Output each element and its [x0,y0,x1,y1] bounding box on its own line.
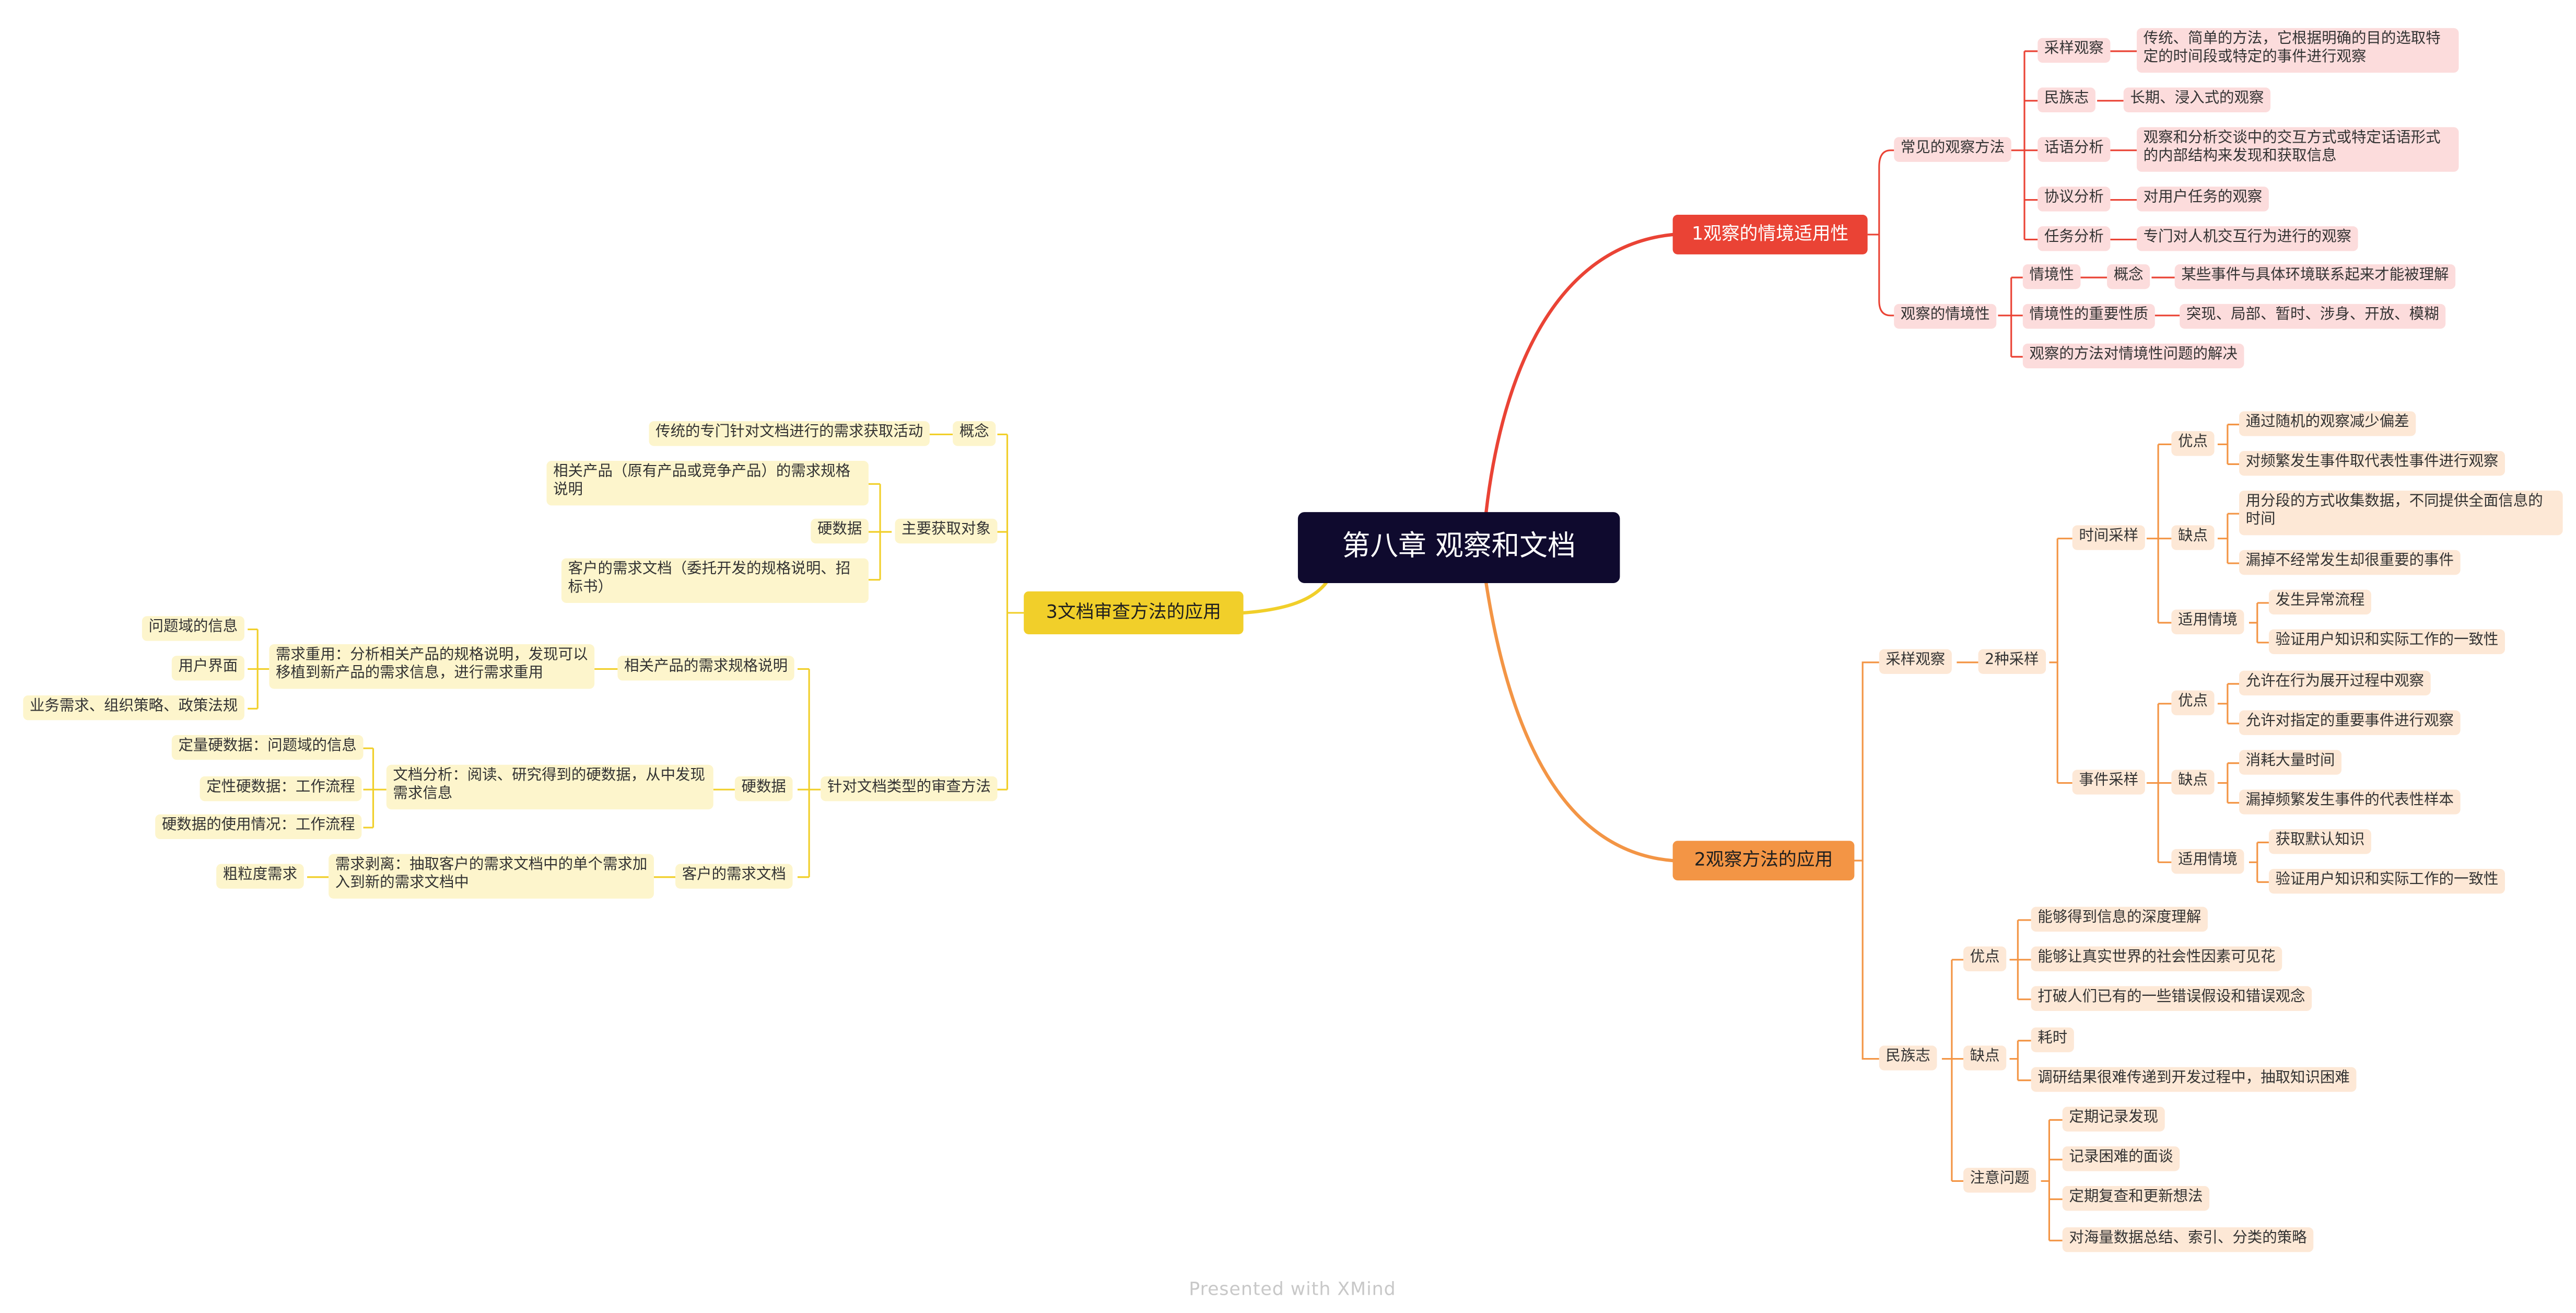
event-adv-1[interactable]: 允许在行为展开过程中观察 [2239,670,2431,696]
situ-importance-desc[interactable]: 突现、局部、暂时、涉身、开放、模糊 [2180,304,2446,329]
b3-concept-node[interactable]: 概念 [953,421,996,447]
b3-hard-h1[interactable]: 定量硬数据：问题域的信息 [171,735,364,761]
event-dis-2[interactable]: 漏掉频繁发生事件的代表性样本 [2239,789,2461,815]
time-use-1[interactable]: 发生异常流程 [2268,589,2371,615]
b3-spec-r3[interactable]: 业务需求、组织策略、政策法规 [23,695,244,721]
b2-sampling-node[interactable]: 采样观察 [1879,649,1952,675]
situ-importance-node[interactable]: 情境性的重要性质 [2022,304,2155,329]
ethnography-method-desc[interactable]: 长期、浸入式的观察 [2123,87,2271,113]
event-sampling-node[interactable]: 事件采样 [2072,770,2145,795]
ethno-note-2[interactable]: 记录困难的面谈 [2062,1146,2180,1172]
protocol-method-node[interactable]: 协议分析 [2038,187,2111,212]
b3-hard-h2[interactable]: 定性硬数据：工作流程 [200,776,362,802]
b3-main-objects-node[interactable]: 主要获取对象 [895,518,998,544]
xmind-watermark: Presented with XMind [1189,1279,1396,1300]
b3-cust-strip[interactable]: 需求剥离：抽取客户的需求文档中的单个需求加入到新的需求文档中 [329,854,654,898]
ethno-adv-2[interactable]: 能够让真实世界的社会性因素可见花 [2031,946,2282,972]
ethno-dis-1[interactable]: 耗时 [2031,1027,2074,1053]
time-use-2[interactable]: 验证用户知识和实际工作的一致性 [2268,629,2505,655]
b3-hard-analysis[interactable]: 文档分析：阅读、研究得到的硬数据，从中发现需求信息 [386,764,713,809]
ethno-adv-1[interactable]: 能够得到信息的深度理解 [2031,907,2208,932]
event-dis-node[interactable]: 缺点 [2171,770,2215,795]
event-dis-1[interactable]: 消耗大量时间 [2239,750,2342,775]
b3-hard-node[interactable]: 硬数据 [734,776,793,802]
discourse-method-desc[interactable]: 观察和分析交谈中的交互方式或特定话语形式的内部结构来发现和获取信息 [2136,127,2459,171]
task-method-node[interactable]: 任务分析 [2038,226,2111,252]
situ-concept-node[interactable]: 概念 [2107,264,2150,290]
discourse-method-node[interactable]: 话语分析 [2038,137,2111,162]
event-use-2[interactable]: 验证用户知识和实际工作的一致性 [2268,868,2505,894]
branch-observation-methods[interactable]: 2观察方法的应用 [1672,841,1855,881]
time-adv-node[interactable]: 优点 [2171,431,2215,457]
two-sampling-node[interactable]: 2种采样 [1978,649,2046,675]
time-adv-2[interactable]: 对频繁发生事件取代表性事件进行观察 [2239,451,2505,477]
b3-object-spec[interactable]: 相关产品（原有产品或竞争产品）的需求规格说明 [546,461,869,505]
sampling-method-desc[interactable]: 传统、简单的方法，它根据明确的目的选取特定的时间段或特定的事件进行观察 [2136,28,2459,72]
time-dis-node[interactable]: 缺点 [2171,525,2215,551]
time-adv-1[interactable]: 通过随机的观察减少偏差 [2239,411,2416,437]
time-sampling-node[interactable]: 时间采样 [2072,525,2145,551]
ethnography-method-node[interactable]: 民族志 [2038,87,2095,113]
b3-spec-reuse[interactable]: 需求重用：分析相关产品的规格说明，发现可以移植到新产品的需求信息，进行需求重用 [269,644,595,688]
b3-cust-node[interactable]: 客户的需求文档 [675,864,793,889]
event-use-1[interactable]: 获取默认知识 [2268,829,2371,855]
b3-spec-r1[interactable]: 问题域的信息 [142,616,244,642]
ethno-dis-node[interactable]: 缺点 [1963,1045,2007,1071]
b3-types-node[interactable]: 针对文档类型的审查方法 [821,776,998,802]
time-use-node[interactable]: 适用情境 [2171,609,2244,635]
branch-document-review[interactable]: 3文档审查方法的应用 [1024,591,1244,635]
sampling-method-node[interactable]: 采样观察 [2038,38,2111,63]
situ-method-node[interactable]: 观察的方法对情境性问题的解决 [2022,343,2244,369]
b3-spec-r2[interactable]: 用户界面 [171,656,244,681]
ethno-note-1[interactable]: 定期记录发现 [2062,1107,2165,1132]
ethno-note-4[interactable]: 对海量数据总结、索引、分类的策略 [2062,1227,2314,1253]
protocol-method-desc[interactable]: 对用户任务的观察 [2136,187,2269,212]
b2-ethno-node[interactable]: 民族志 [1879,1045,1937,1071]
situatedness-node[interactable]: 观察的情境性 [1894,304,1997,329]
ethno-dis-2[interactable]: 调研结果很难传递到开发过程中，抽取知识困难 [2031,1067,2357,1093]
b3-object-hard[interactable]: 硬数据 [811,518,869,544]
time-dis-2[interactable]: 漏掉不经常发生却很重要的事件 [2239,550,2461,575]
time-dis-1[interactable]: 用分段的方式收集数据，不同提供全面信息的时间 [2239,490,2563,535]
b3-object-cust[interactable]: 客户的需求文档（委托开发的规格说明、招标书） [561,558,869,602]
situ-node[interactable]: 情境性 [2022,264,2081,290]
event-use-node[interactable]: 适用情境 [2171,849,2244,875]
situ-concept-desc[interactable]: 某些事件与具体环境联系起来才能被理解 [2174,264,2456,290]
ethno-note-3[interactable]: 定期复查和更新想法 [2062,1186,2210,1212]
root-topic[interactable]: 第八章 观察和文档 [1297,512,1620,584]
task-method-desc[interactable]: 专门对人机交互行为进行的观察 [2136,226,2358,252]
b3-spec-node[interactable]: 相关产品的需求规格说明 [617,656,794,681]
ethno-adv-3[interactable]: 打破人们已有的一些错误假设和错误观念 [2031,986,2312,1012]
branch-observation-context[interactable]: 1观察的情境适用性 [1672,214,1868,254]
b3-cust-coarse[interactable]: 粗粒度需求 [216,864,304,889]
b3-hard-h3[interactable]: 硬数据的使用情况：工作流程 [155,814,362,840]
event-adv-node[interactable]: 优点 [2171,690,2215,716]
event-adv-2[interactable]: 允许对指定的重要事件进行观察 [2239,710,2461,736]
common-methods-node[interactable]: 常见的观察方法 [1894,137,2011,162]
b3-concept-desc[interactable]: 传统的专门针对文档进行的需求获取活动 [649,421,930,447]
ethno-note-node[interactable]: 注意问题 [1963,1168,2036,1193]
ethno-adv-node[interactable]: 优点 [1963,946,2007,972]
